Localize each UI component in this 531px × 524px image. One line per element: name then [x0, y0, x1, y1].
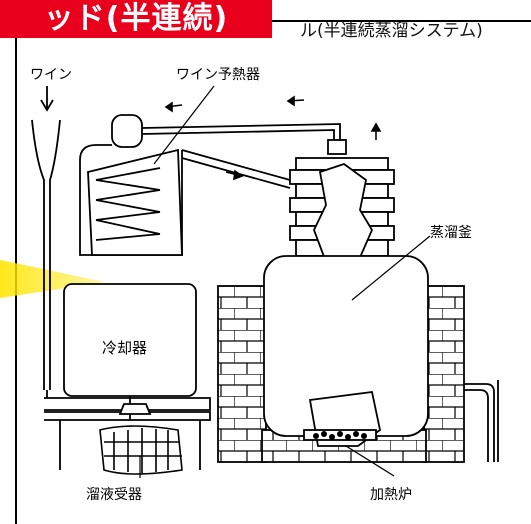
still-head: [289, 157, 395, 263]
label-still-pot: 蒸溜釜: [430, 225, 472, 241]
coals: [313, 431, 367, 440]
drain-pipe: [464, 380, 499, 462]
label-cooler: 冷却器: [102, 339, 148, 357]
label-wine-in: ワイン: [30, 67, 72, 83]
brick-furnace: [217, 255, 465, 463]
diagram-caption: ル(半連続蒸溜システム): [300, 21, 483, 41]
label-preheater: ワイン予熱器: [176, 67, 260, 83]
highlight-wedge: [0, 260, 105, 298]
leader-lines: [139, 85, 431, 478]
preheater-vessel: [79, 114, 183, 256]
receiver-barrel: [99, 425, 183, 475]
title-banner: ッド(半連続): [0, 0, 272, 38]
wine-inlet-pipe: [31, 86, 61, 405]
vapor-pipe: [141, 123, 347, 189]
flow-arrows: [164, 95, 382, 181]
label-receiver: 溜液受器: [86, 487, 142, 503]
spout: [118, 403, 152, 415]
label-furnace: 加熱炉: [370, 487, 412, 503]
